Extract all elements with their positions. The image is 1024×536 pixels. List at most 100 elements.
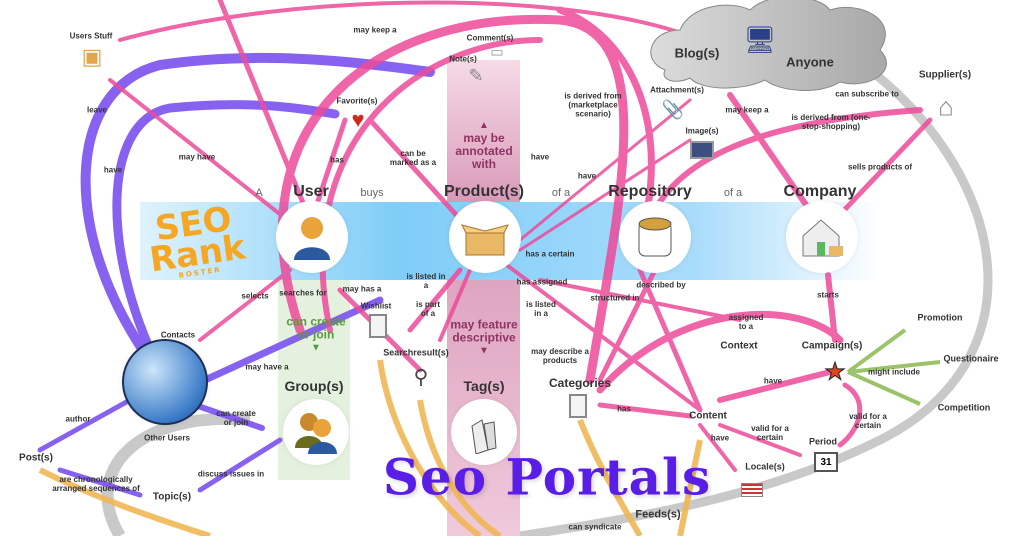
edge-label: is derived from (marketplace scenario) [564,91,622,119]
label-content: Content [689,410,727,422]
cloud-shape [650,0,887,91]
edge-label: has [617,404,631,414]
band-annotated: ▲may be annotated with [449,119,519,171]
arrow-down-icon: ▼ [311,342,321,354]
repository-node[interactable] [619,201,691,273]
house-gear-icon: ⌂ [938,91,954,122]
database-icon [638,217,672,257]
note-icon: ✎ [468,65,484,86]
label-tags: Tag(s) [463,378,505,394]
edge-label: is listed in a [406,272,446,290]
label-product: Product(s) [444,183,524,200]
label-feeds: Feeds(s) [635,508,681,521]
label-users-stuff: Users Stuff [69,31,113,41]
label-images: Image(s) [685,126,719,136]
connector-of-a: of a [551,187,571,199]
company-node[interactable] [786,201,858,273]
label-user: User [293,183,329,200]
edge-label: have [530,152,550,162]
label-favorites: Favorite(s) [336,96,378,106]
edge-label: structured in [590,293,640,303]
label-period: Period [808,436,838,447]
tag-node[interactable] [451,399,517,465]
edge-label: can syndicate [568,522,622,532]
edge-label: may keep a [353,25,397,35]
edge-label: has assigned [516,277,568,287]
label-supplier: Supplier(s) [918,69,972,81]
calendar-icon: 31 [814,452,838,472]
edge-label: can subscribe to [835,89,899,99]
paperclip-icon: 📎 [661,99,685,120]
label-anyone: Anyone [786,54,834,70]
label-categories: Categories [548,376,612,390]
connector-of-a: of a [723,187,743,199]
edge-label: can create or join [216,409,256,427]
globe-icon[interactable] [122,339,208,425]
edge-label: may have a [245,362,289,372]
star-icon: ★ [824,358,846,386]
edge-label: valid for a certain [849,412,887,430]
edge-label: have [763,376,783,386]
label-promotion: Promotion [917,312,963,323]
edge-label: searches for [279,288,327,298]
user-icon [294,217,330,260]
band-feature: may feature descriptive▼ [448,317,520,358]
edge-label: has a certain [525,249,575,259]
edge-label: may has a [342,284,382,294]
label-other-users: Other Users [144,433,190,443]
product-node[interactable] [449,201,521,273]
comment-icon: ▭ [490,43,504,60]
label-attachment: Attachment(s) [650,85,704,95]
user-node[interactable] [276,201,348,273]
edge-label: can be marked as a [389,149,437,167]
band-feature-text: may feature descriptive [450,317,518,345]
edge-label: have [577,171,597,181]
band-annotated-text: may be annotated with [455,131,513,171]
edge-label: described by [636,280,686,290]
edge-label: may keep a [725,105,769,115]
document-icon [369,314,387,338]
edge-label: may describe a products [531,347,589,365]
edge-label: sells products of [847,162,913,172]
edge-label: assigned to a [728,313,764,331]
house-icon [802,219,843,257]
edge-label: author [65,414,91,424]
edge-label: discuss issues in [197,469,265,479]
group-node[interactable] [283,399,349,465]
label-comments: Comment(s) [466,33,514,43]
edge-label: may have [178,152,216,162]
edge-label: valid for a certain [751,424,789,442]
label-context: Context [720,340,758,352]
edge-label: has [330,155,344,165]
edge-label: is part of a [415,300,440,318]
page-title: Seo Portals [382,447,712,507]
label-competition: Competition [937,402,991,413]
calendar-day: 31 [820,456,832,468]
label-campaigns: Campaign(s) [801,340,863,352]
label-repository: Repository [608,183,692,200]
band-create-join: can create or join▼ [286,314,346,355]
band-create-join-text: can create or join [286,314,346,342]
label-blogs: Blog(s) [674,45,720,61]
heart-icon: ♥ [351,107,365,132]
label-topics: Topic(s) [152,491,192,503]
edge-label: is listed in a [526,300,556,318]
box-icon [461,224,509,256]
edge-label: are chronologically arranged sequences o… [52,475,140,493]
connector-a: A [255,187,263,199]
tag-icon [471,419,497,454]
label-groups: Group(s) [284,378,344,394]
category-icon [569,394,587,418]
edge-label: might include [868,367,920,377]
computer-icon: 🖥 [743,24,777,55]
magnifier-icon: ⚲ [413,366,429,389]
label-contacts: Contacts [160,330,196,340]
group-icon [295,413,337,454]
label-wishlist: Wishlist [360,301,392,311]
edge-label: have [103,165,123,175]
label-company: Company [783,183,857,200]
arrow-up-icon: ▲ [479,120,489,131]
edge-label: is derived from (one-stop-shopping) [791,113,871,131]
